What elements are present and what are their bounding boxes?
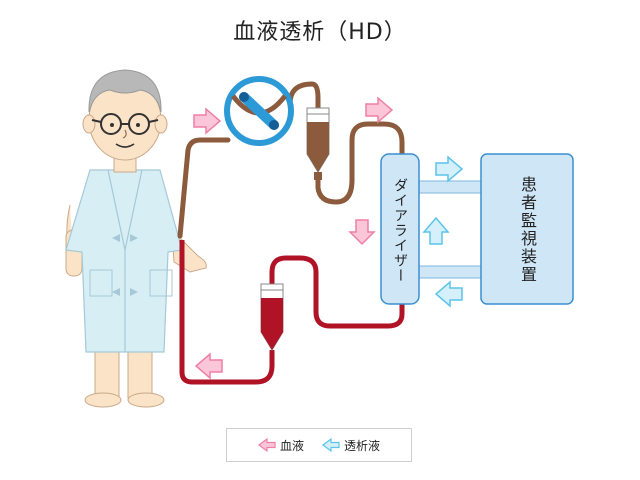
patient-monitor — [480, 153, 574, 305]
arterial-blood-line — [179, 240, 405, 385]
legend-item-blood: 血液 — [257, 437, 304, 454]
dialysate-arrow-up-icon — [422, 216, 450, 245]
blood-flow-arrows — [193, 96, 394, 380]
dialysate-arrow-right-icon — [435, 155, 464, 183]
arterial-drip-chamber — [260, 283, 284, 351]
blood-arrow-down-icon — [348, 219, 376, 246]
legend-label-blood: 血液 — [279, 438, 304, 453]
venous-blood-line — [177, 81, 405, 239]
blood-arrow-right-icon — [365, 96, 394, 124]
venous-drip-chamber — [306, 107, 330, 180]
monitor-label: 患者監視装置 — [518, 176, 537, 284]
dialysate-arrow-left-icon — [322, 438, 340, 452]
blood-arrow-left-icon — [257, 438, 276, 452]
legend-label-dialysate: 透析液 — [344, 438, 381, 453]
dialyzer-label: ダイアライザー — [392, 177, 408, 283]
dialysate-flow-arrows — [422, 155, 464, 308]
dialyzer — [380, 153, 420, 305]
patient-figure — [65, 69, 207, 408]
blood-arrow-left-icon — [194, 352, 223, 380]
legend-item-dialysate: 透析液 — [322, 437, 380, 454]
blood-pump — [224, 76, 294, 146]
legend: 血液 透析液 — [226, 428, 412, 462]
page-title: 血液透析（HD） — [233, 20, 407, 45]
dialysate-arrow-left-icon — [434, 280, 463, 308]
blood-arrow-right-icon — [193, 107, 222, 135]
